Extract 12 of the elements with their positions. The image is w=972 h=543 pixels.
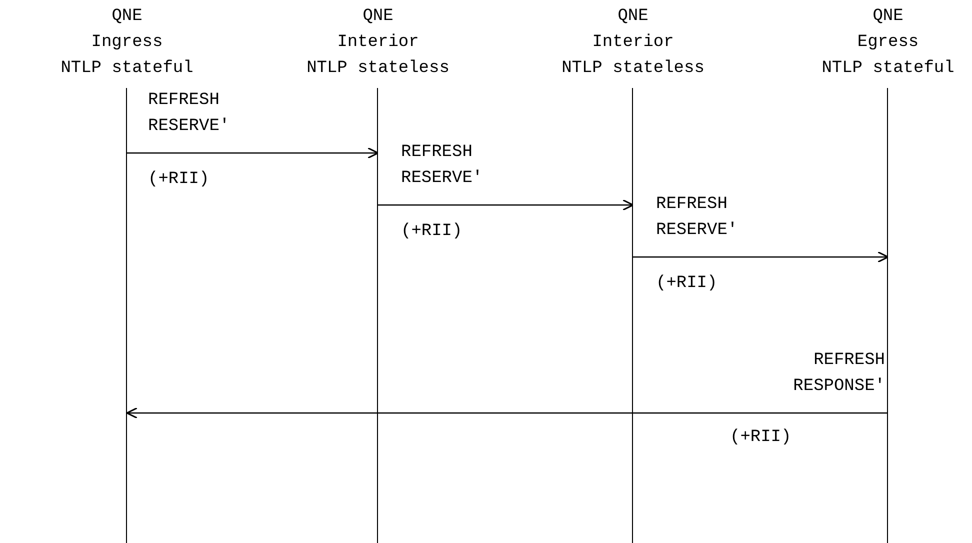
participant-name: QNE Egress [856,6,920,54]
participant-type: NTLP stateless [306,58,450,80]
message-arrow [633,251,889,263]
participant-type: NTLP stateful [60,58,194,80]
participant-name: QNE Interior [591,6,675,54]
message-arrow [126,407,888,419]
participant-name: QNE Ingress [90,6,164,54]
message-arrow [378,199,634,211]
participant-type: NTLP stateful [820,58,956,80]
participant-name: QNE Interior [336,6,420,54]
participant-type: NTLP stateless [560,58,706,80]
message-arrow [127,147,379,159]
